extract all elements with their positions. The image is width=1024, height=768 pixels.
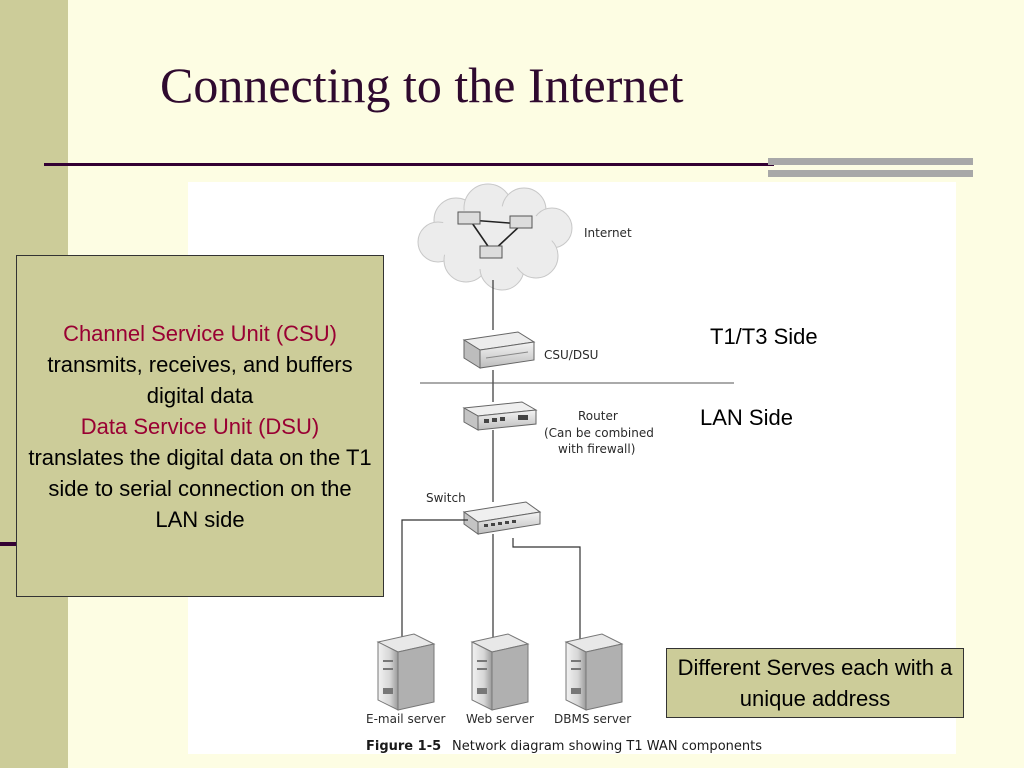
csu-description: transmits, receives, and buffers digital… <box>47 351 353 408</box>
switch-label: Switch <box>426 491 466 505</box>
csu-dsu-label: CSU/DSU <box>544 348 598 362</box>
network-diagram: Internet CSU/DSU Router (Can b <box>366 183 762 754</box>
lan-side-label: LAN Side <box>700 405 793 430</box>
internet-router-icon <box>457 211 533 259</box>
title-rule-bar-bottom <box>768 170 973 177</box>
csu-dsu-device-icon <box>462 331 536 369</box>
figure-caption: Network diagram showing T1 WAN component… <box>452 739 762 754</box>
slide-title: Connecting to the Internet <box>160 57 684 113</box>
internet-label: Internet <box>584 226 632 240</box>
switch-device-icon <box>462 501 542 535</box>
csu-dsu-info-box: Channel Service Unit (CSU) transmits, re… <box>16 255 384 597</box>
email-server-label: E-mail server <box>366 712 445 726</box>
t1-side-label: T1/T3 Side <box>710 324 818 349</box>
dbms-server-label: DBMS server <box>554 712 631 726</box>
router-label-line2: (Can be combined <box>544 426 654 440</box>
csu-heading: Channel Service Unit (CSU) <box>63 320 337 346</box>
dsu-heading: Data Service Unit (DSU) <box>80 413 320 439</box>
web-server-icon <box>470 633 530 711</box>
web-server-label: Web server <box>466 712 534 726</box>
router-label: Router <box>578 409 618 423</box>
servers-note-text: Different Serves each with a unique addr… <box>677 655 953 711</box>
router-device-icon <box>462 401 538 431</box>
servers-note-box: Different Serves each with a unique addr… <box>666 648 964 718</box>
internet-cloud: Internet <box>417 183 632 291</box>
left-accent-line <box>0 542 20 546</box>
router-label-line3: with firewall) <box>558 442 635 456</box>
dbms-server-icon <box>564 633 624 711</box>
figure-number: Figure 1-5 <box>366 739 441 754</box>
title-rule <box>44 163 774 166</box>
title-rule-bar-top <box>768 158 973 165</box>
email-server-icon <box>376 633 436 711</box>
dsu-description: translates the digital data on the T1 si… <box>28 444 372 532</box>
